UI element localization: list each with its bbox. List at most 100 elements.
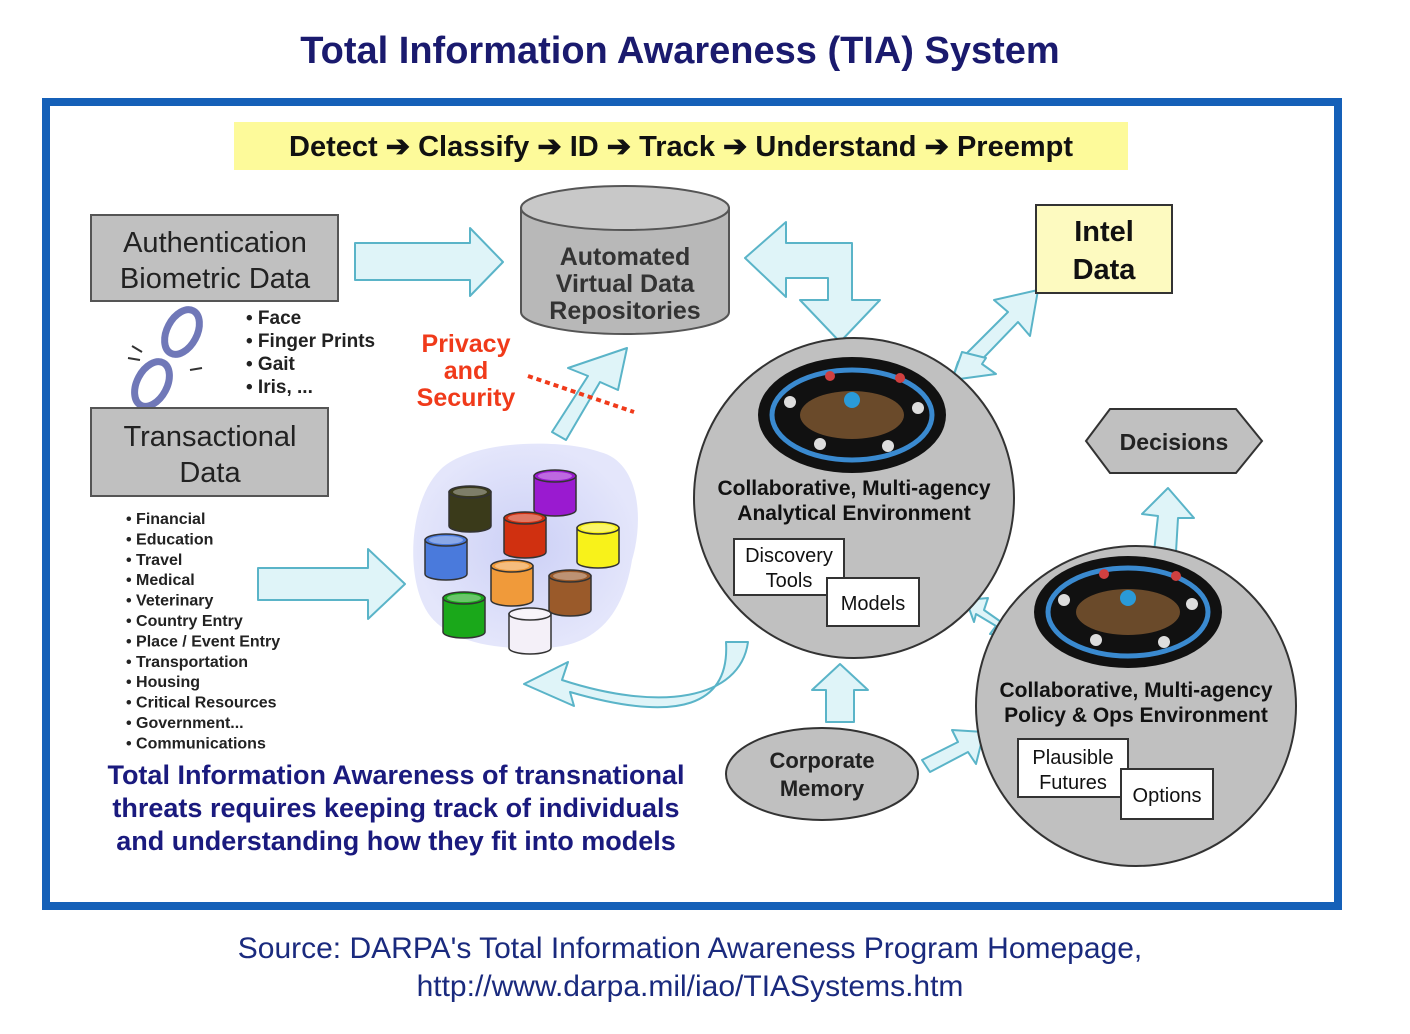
privacy-security-label-line: Security: [417, 384, 516, 412]
page-title: Total Information Awareness (TIA) System: [300, 30, 1060, 72]
arrow-intel-env-2: [951, 351, 997, 381]
models-label: Models: [841, 593, 905, 615]
transactional-list: • Financial • Education • Travel • Medical •…: [126, 511, 280, 752]
process-step: Track: [639, 131, 716, 163]
arrow-right-icon: ➔: [715, 131, 755, 163]
process-step: Understand: [755, 131, 916, 163]
models-box: [826, 577, 920, 627]
database-icon: [424, 533, 468, 581]
analytical-env-label-line: Analytical Environment: [737, 502, 970, 525]
tia-statement-line: and understanding how they fit into mode…: [116, 826, 676, 856]
decisions-label: Decisions: [1120, 429, 1229, 455]
database-icon: [576, 521, 620, 569]
database-icon: [508, 607, 552, 655]
list-item: • Place / Event Entry: [126, 633, 280, 650]
list-item: • Government...: [126, 715, 244, 732]
repositories-label-line: Repositories: [549, 297, 700, 325]
arrow-auth-to-repo: [354, 227, 504, 297]
list-item: • Medical: [126, 572, 195, 589]
list-item: • Gait: [246, 354, 296, 375]
process-banner: [234, 122, 1128, 170]
list-item: • Critical Resources: [126, 695, 277, 712]
transactional-label-line: Data: [179, 457, 241, 489]
database-icon: [548, 569, 592, 617]
discovery-tools-label-line: Discovery: [745, 545, 833, 567]
repositories-cylinder: [520, 185, 730, 335]
auth-biometric-label-line: Biometric Data: [120, 263, 311, 295]
arrow-right-icon: ➔: [917, 131, 957, 163]
list-item: • Communications: [126, 735, 266, 752]
process-step: Detect: [289, 131, 378, 163]
auth-biometric-box: [90, 214, 339, 302]
decisions-hexagon: [1084, 408, 1264, 474]
arrow-memory-to-env: [811, 663, 869, 723]
process-step: Classify: [418, 131, 529, 163]
policy-env-label-line: Collaborative, Multi-agency: [999, 679, 1272, 702]
intel-data-label-line: Data: [1073, 254, 1137, 286]
privacy-security-label-line: Privacy: [422, 330, 511, 358]
discovery-tools-box: [733, 538, 845, 596]
tia-statement-line: threats requires keeping track of indivi…: [112, 793, 679, 823]
tia-statement-line: Total Information Awareness of transnati…: [107, 760, 684, 790]
database-cluster: [424, 469, 620, 655]
repositories-label-line: Virtual Data: [556, 270, 696, 298]
database-icon: [533, 469, 577, 517]
corporate-memory-ellipse: [725, 727, 919, 821]
transactional-label-line: Transactional: [123, 421, 296, 453]
list-item: • Education: [126, 531, 213, 548]
list-item: • Veterinary: [126, 593, 214, 610]
list-item: • Housing: [126, 674, 200, 691]
plausible-futures-label-line: Plausible: [1032, 747, 1113, 769]
options-box: [1120, 768, 1214, 820]
arrow-repo-env-bend: [744, 221, 881, 343]
diagram-frame: [42, 98, 1342, 910]
database-icon: [442, 591, 486, 639]
list-item: • Finger Prints: [246, 331, 375, 352]
process-chain: Detect ➔ Classify ➔ ID ➔ Track ➔ Underst…: [289, 131, 1073, 163]
discovery-tools-label-line: Tools: [766, 570, 813, 592]
process-chain-text: Detect ➔ Classify ➔ ID ➔ Track ➔ Underst…: [289, 131, 1073, 163]
repositories-label-line: Automated: [560, 243, 691, 271]
transactional-box: [90, 407, 329, 497]
arrow-env-to-cloud: [523, 641, 749, 709]
tia-statement: Total Information Awareness of transnati…: [107, 760, 684, 856]
list-item: • Travel: [126, 552, 182, 569]
database-icon: [503, 511, 547, 559]
database-icon: [448, 485, 492, 533]
arrow-memory-to-policy: [921, 729, 985, 773]
list-item: • Transportation: [126, 654, 248, 671]
list-item: • Financial: [126, 511, 205, 528]
plausible-futures-box: [1017, 738, 1129, 798]
auth-biometric-label-line: Authentication: [123, 227, 307, 259]
intel-data-label-line: Intel: [1074, 216, 1134, 248]
analytical-control-room-icon: [758, 357, 946, 473]
privacy-dashed-line: [527, 374, 635, 414]
policy-env-label-line: Policy & Ops Environment: [1004, 704, 1268, 727]
process-step: ID: [570, 131, 599, 163]
arrow-trans-to-cloud: [257, 548, 406, 620]
database-icon: [490, 559, 534, 607]
source-line-1: Source: DARPA's Total Information Awaren…: [237, 932, 1143, 965]
corporate-memory-label-line: Corporate: [769, 748, 874, 773]
analytical-env-label-line: Collaborative, Multi-agency: [717, 477, 990, 500]
privacy-security-label-line: and: [444, 357, 488, 385]
chain-link-icon: [127, 306, 203, 410]
options-label: Options: [1133, 785, 1202, 807]
plausible-futures-label-line: Futures: [1039, 772, 1107, 794]
arrow-cloud-to-repo: [551, 347, 628, 441]
source-url[interactable]: http://www.darpa.mil/iao/TIASystems.htm: [416, 970, 964, 1003]
list-item: • Country Entry: [126, 613, 243, 630]
intel-data-box: [1035, 204, 1173, 294]
biometric-list: • Face• Finger Prints• Gait• Iris, ...: [246, 308, 375, 398]
arrow-right-icon: ➔: [529, 131, 569, 163]
arrow-policy-to-decisions: [1141, 487, 1195, 553]
